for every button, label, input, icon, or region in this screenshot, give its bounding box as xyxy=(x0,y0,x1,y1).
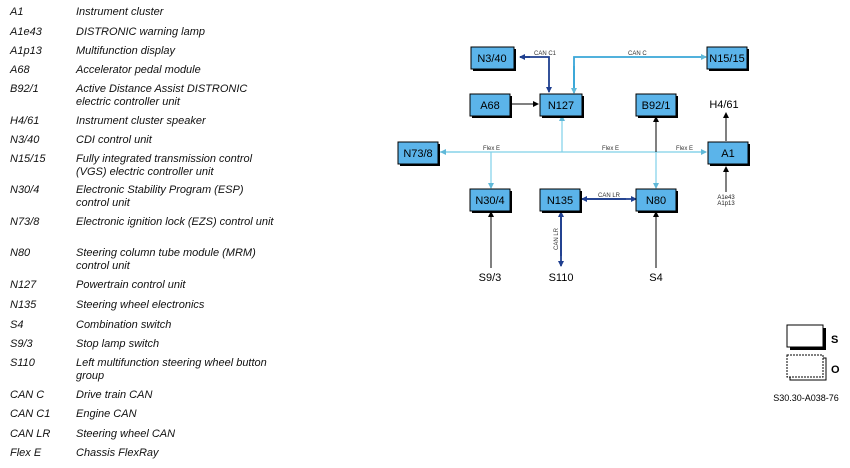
document-reference: S30.30-A038-76 xyxy=(773,393,839,403)
box-b921: B92/1 xyxy=(635,93,678,118)
key-s-box: S xyxy=(786,324,838,350)
legend-code: S4 xyxy=(10,319,24,331)
legend-code: N15/15 xyxy=(10,153,46,165)
label-s110: S110 xyxy=(549,272,574,284)
legend-description: Left multifunction steering wheel button… xyxy=(76,357,267,382)
box-n738: N73/8 xyxy=(397,141,440,166)
bus-label-flex-e-mid: Flex E xyxy=(602,146,619,152)
label-s4: S4 xyxy=(649,272,662,284)
legend-code: N135 xyxy=(10,299,37,311)
legend-description: Electronic Stability Program (ESP) contr… xyxy=(76,184,244,209)
box-n1515: N15/15 xyxy=(706,46,749,71)
legend-description: Stop lamp switch xyxy=(76,338,160,350)
box-a68: A68 xyxy=(469,93,512,118)
legend-description: Drive train CAN xyxy=(76,389,153,401)
key-s-letter: S xyxy=(831,334,838,346)
legend-description: Engine CAN xyxy=(76,408,137,420)
legend-code: H4/61 xyxy=(10,115,40,127)
legend-description: CDI control unit xyxy=(76,134,152,146)
legend-description: Chassis FlexRay xyxy=(76,447,159,459)
legend-code: A68 xyxy=(10,64,30,76)
legend-description: Instrument cluster speaker xyxy=(76,115,206,127)
bus-label-can-c: CAN C xyxy=(628,51,647,57)
legend-description: Electronic ignition lock (EZS) control u… xyxy=(76,216,274,228)
box-n340: N3/40 xyxy=(470,46,516,71)
legend-description: Active Distance Assist DISTRONIC electri… xyxy=(76,83,248,108)
legend-description: Steering column tube module (MRM) contro… xyxy=(76,247,256,272)
legend-code: B92/1 xyxy=(10,83,39,95)
legend-code: S9/3 xyxy=(10,338,33,350)
legend-code: CAN LR xyxy=(10,428,51,440)
box-n135: N135 xyxy=(539,188,582,213)
legend-description: Fully integrated transmission control (V… xyxy=(76,153,253,178)
legend-description: Powertrain control unit xyxy=(76,279,186,291)
box-n738-label: N73/8 xyxy=(403,148,432,160)
box-n80-label: N80 xyxy=(646,195,666,207)
legend-code: N80 xyxy=(10,247,31,259)
legend-description: Multifunction display xyxy=(76,45,176,57)
legend-code: N73/8 xyxy=(10,216,40,228)
legend-code: A1 xyxy=(10,6,24,18)
box-a1: A1 xyxy=(707,141,750,166)
label-s93: S9/3 xyxy=(479,272,502,284)
legend-code: N3/40 xyxy=(10,134,40,146)
box-n1515-label: N15/15 xyxy=(709,53,744,65)
legend-description: Steering wheel CAN xyxy=(76,428,176,440)
box-n340-label: N3/40 xyxy=(477,53,506,65)
bus-label-can-c1: CAN C1 xyxy=(534,51,557,57)
legend-description: Instrument cluster xyxy=(76,6,164,18)
label-h461: H4/61 xyxy=(709,99,738,111)
can-c-line xyxy=(573,54,707,92)
box-n127: N127 xyxy=(539,93,584,118)
legend-description: Steering wheel electronics xyxy=(76,299,205,311)
legend-description: Accelerator pedal module xyxy=(76,64,201,76)
key-o-letter: O xyxy=(831,364,840,376)
box-n135-label: N135 xyxy=(547,195,573,207)
box-n80: N80 xyxy=(635,188,678,213)
legend-code: A1p13 xyxy=(10,45,42,57)
box-n304-label: N30/4 xyxy=(475,195,504,207)
bus-label-can-lr-h: CAN LR xyxy=(598,193,621,199)
box-a1-label: A1 xyxy=(721,148,734,160)
key-o-box: O xyxy=(786,354,840,381)
legend-code: A1e43 xyxy=(10,26,42,38)
bus-label-can-lr-v: CAN LR xyxy=(554,227,560,250)
box-n304: N30/4 xyxy=(469,188,512,213)
bus-label-flex-e-right: Flex E xyxy=(676,146,693,152)
legend-code: S110 xyxy=(10,357,35,369)
bus-label-flex-e-left: Flex E xyxy=(483,146,500,152)
legend-code: CAN C1 xyxy=(10,408,51,420)
box-a68-label: A68 xyxy=(480,100,500,112)
legend-description: Combination switch xyxy=(76,319,172,331)
legend-code: N127 xyxy=(10,279,37,291)
legend-code: N30/4 xyxy=(10,184,40,196)
can-c1-line xyxy=(520,56,552,93)
label-a1e43: A1e43 xyxy=(717,195,735,201)
legend-code: CAN C xyxy=(10,389,45,401)
legend-code: Flex E xyxy=(10,447,42,459)
legend-description: DISTRONIC warning lamp xyxy=(76,26,205,38)
label-a1p13: A1p13 xyxy=(717,201,735,207)
box-b921-label: B92/1 xyxy=(642,100,671,112)
box-n127-label: N127 xyxy=(548,100,574,112)
